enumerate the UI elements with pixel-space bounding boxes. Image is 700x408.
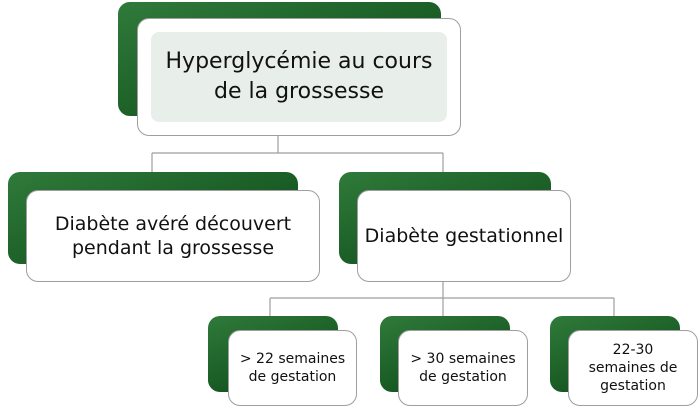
- node-root-box: Hyperglycémie au cours de la grossesse: [137, 18, 461, 136]
- node-gt30-weeks-box: > 30 semaines de gestation: [398, 330, 528, 406]
- node-root-inner: Hyperglycémie au cours de la grossesse: [151, 32, 447, 122]
- node-gt22-weeks-label: > 22 semaines de gestation: [239, 351, 346, 385]
- node-overt-diabetes-box: Diabète avéré découvert pendant la gross…: [26, 190, 320, 282]
- node-22-30-weeks-box: 22-30 semaines de gestation: [568, 330, 698, 406]
- node-overt-diabetes-label: Diabète avéré découvert pendant la gross…: [54, 213, 292, 259]
- node-22-30-weeks-label: 22-30 semaines de gestation: [588, 342, 678, 394]
- node-gestational-diabetes-label: Diabète gestationnel: [364, 225, 564, 247]
- node-root-label: Hyperglycémie au cours de la grossesse: [165, 49, 433, 104]
- node-gt30-weeks-label: > 30 semaines de gestation: [410, 351, 516, 385]
- node-gt22-weeks-box: > 22 semaines de gestation: [228, 330, 357, 406]
- node-gestational-diabetes-box: Diabète gestationnel: [357, 190, 571, 282]
